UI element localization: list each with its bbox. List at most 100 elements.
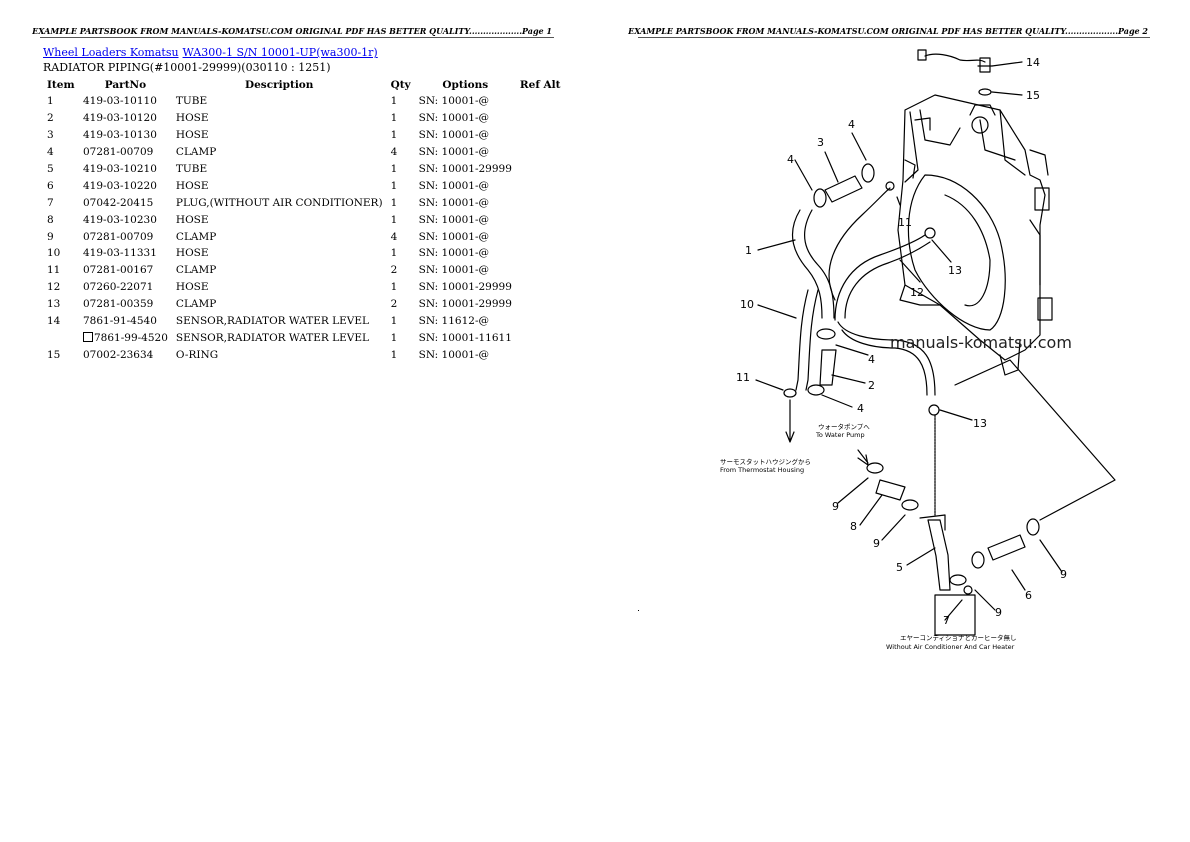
cell-ref-alt <box>516 211 565 228</box>
cell-description: HOSE <box>175 129 209 142</box>
page1-header: EXAMPLE PARTSBOOK FROM MANUALS-KOMATSU.C… <box>32 26 552 36</box>
cell-qty: 1 <box>390 112 398 125</box>
plug-7 <box>963 585 973 595</box>
cell-partno: 07281-00709 <box>83 146 154 159</box>
cell-options: SN: 10001-@ <box>418 230 490 243</box>
note-from-thermostat-jp: サーモスタットハウジングから <box>720 457 811 466</box>
callout-6: 6 <box>1025 589 1032 602</box>
hose-2 <box>819 349 837 386</box>
cell-partno-text: 7861-99-4520 <box>94 331 168 344</box>
cell-item: 14 <box>47 315 61 328</box>
sensor-14 <box>977 57 993 73</box>
cell-description: HOSE <box>175 179 209 192</box>
cell-partno: 07260-22071 <box>83 281 154 294</box>
cell-item: 15 <box>47 348 61 361</box>
cell-item: 11 <box>47 264 61 277</box>
stray-dot <box>638 610 639 611</box>
cell-partno: 419-03-10210 <box>83 163 157 175</box>
callout-8: 8 <box>850 520 857 533</box>
cell-qty: 4 <box>390 230 398 243</box>
cell-item <box>43 329 79 346</box>
col-header-item: Item <box>47 79 75 91</box>
note-to-water-pump-en: To Water Pump <box>815 431 865 439</box>
cell-ref-alt <box>516 177 565 194</box>
cell-options: SN: 10001-@ <box>418 196 490 209</box>
note-to-water-pump-jp: ウォータポンプへ <box>818 422 870 431</box>
note-without-aircon-en: Without Air Conditioner And Car Heater <box>886 643 1015 651</box>
cell-partno: 7861-99-4520 <box>79 329 172 346</box>
tube-5-bend <box>919 514 946 531</box>
col-header-description: Description <box>245 79 314 91</box>
breadcrumb-link-model[interactable]: WA300-1 S/N 10001-UP(wa300-1r) <box>182 46 378 59</box>
cell-ref-alt <box>516 161 565 178</box>
cell-partno: 419-03-10130 <box>83 129 157 142</box>
cell-description: HOSE <box>175 112 209 125</box>
clamp-4a <box>813 188 827 208</box>
cell-item: 2 <box>47 112 54 125</box>
flow-line-right <box>954 359 1116 521</box>
cell-options: SN: 10001-29999 <box>418 298 512 311</box>
cell-description: CLAMP <box>175 146 217 159</box>
hose-8 <box>875 479 906 501</box>
cell-partno: 07002-23634 <box>83 348 154 361</box>
cell-partno: 07281-00167 <box>83 264 154 277</box>
cell-partno: 419-03-10230 <box>83 213 157 226</box>
note-without-aircon-jp: エヤーコンディショナとカーヒータ無し <box>900 633 1017 642</box>
cell-ref-alt <box>516 245 565 262</box>
parts-table: Item PartNo Description Qty Options Ref … <box>43 77 564 363</box>
callout-13b: 13 <box>973 417 987 430</box>
cell-qty: 4 <box>390 146 398 159</box>
cell-qty: 1 <box>390 163 398 175</box>
cell-item: 4 <box>47 146 54 159</box>
cell-item: 13 <box>47 298 61 311</box>
callout-9d: 9 <box>1060 568 1067 581</box>
clamp-4c <box>816 328 836 340</box>
cell-options: SN: 10001-@ <box>418 179 490 192</box>
callout-5: 5 <box>896 561 903 574</box>
table-header-row: Item PartNo Description Qty Options Ref … <box>43 77 564 93</box>
callout-4d: 4 <box>857 402 864 415</box>
cell-qty: 1 <box>390 247 398 260</box>
clamp-9e <box>1026 518 1040 536</box>
cell-partno: 419-03-10110 <box>83 95 157 108</box>
breadcrumb-link-wheel-loaders[interactable]: Wheel Loaders Komatsu <box>43 46 179 59</box>
clamp-4b <box>861 163 875 183</box>
callout-2: 2 <box>868 379 875 392</box>
cell-qty: 1 <box>390 95 398 108</box>
clamp-9b <box>901 499 919 511</box>
cell-ref-alt <box>516 110 565 127</box>
cell-description: CLAMP <box>175 264 217 277</box>
cell-options: SN: 11612-@ <box>418 315 490 328</box>
cell-qty: 1 <box>390 129 398 142</box>
cell-ref-alt <box>516 313 565 330</box>
cell-qty: 1 <box>390 196 398 209</box>
cell-partno: 419-03-10220 <box>83 179 157 192</box>
clamp-13a <box>885 181 895 191</box>
cell-qty: 1 <box>390 213 398 226</box>
cell-options: SN: 10001-11611 <box>418 331 512 344</box>
cell-options: SN: 10001-@ <box>418 264 490 277</box>
cell-options: SN: 10001-@ <box>418 112 490 125</box>
callout-9a: 9 <box>832 500 839 513</box>
callout-14: 14 <box>1026 56 1040 69</box>
callout-9b: 9 <box>873 537 880 550</box>
cell-options: SN: 10001-@ <box>418 129 490 142</box>
cell-partno: 07281-00359 <box>83 298 154 311</box>
cell-qty: 2 <box>390 298 398 311</box>
cell-item: 10 <box>47 247 61 260</box>
cell-ref-alt <box>516 194 565 211</box>
alternate-part-checkbox <box>83 331 93 342</box>
clamp-4d <box>807 384 825 396</box>
page2-header: EXAMPLE PARTSBOOK FROM MANUALS-KOMATSU.C… <box>628 26 1148 36</box>
cell-item: 7 <box>47 196 54 209</box>
